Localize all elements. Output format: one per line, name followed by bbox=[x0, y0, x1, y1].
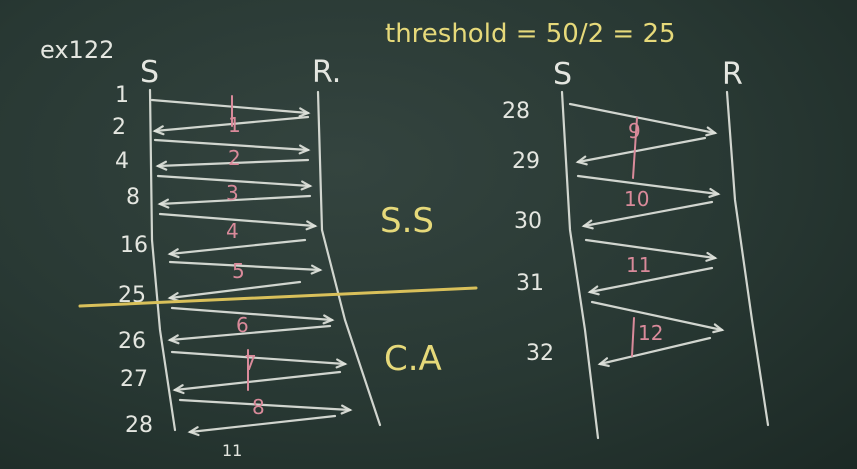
left-arrow-12 bbox=[167, 324, 332, 345]
round-9: 9 bbox=[628, 119, 641, 143]
round-11: 11 bbox=[626, 253, 651, 277]
right-sender-label: S bbox=[553, 57, 572, 92]
window-size-30: 30 bbox=[514, 209, 542, 234]
window-size-27: 27 bbox=[120, 367, 148, 392]
window-size-26: 26 bbox=[118, 329, 146, 354]
threshold-text: threshold = 50/2 = 25 bbox=[385, 19, 676, 49]
right-arrow-1 bbox=[568, 102, 718, 137]
right-window-sizes: 28 29 30 31 32 bbox=[502, 99, 554, 366]
left-arrow-6 bbox=[157, 194, 312, 209]
round-12: 12 bbox=[638, 321, 663, 345]
round-7: 7 bbox=[244, 351, 257, 375]
round-divider-12 bbox=[631, 317, 635, 357]
left-arrow-10 bbox=[167, 280, 302, 302]
slow-start-label: S.S bbox=[380, 201, 434, 241]
round-2: 2 bbox=[228, 146, 241, 170]
window-size-32: 32 bbox=[526, 341, 554, 366]
right-round-numbers: 9 10 11 12 bbox=[624, 117, 663, 357]
left-arrow-13 bbox=[170, 350, 348, 369]
window-size-1: 1 bbox=[115, 83, 129, 108]
round-5: 5 bbox=[232, 259, 245, 283]
left-arrow-1 bbox=[150, 98, 311, 118]
round-1: 1 bbox=[228, 113, 241, 137]
window-size-8: 8 bbox=[126, 185, 140, 210]
left-segment-arrows bbox=[150, 98, 353, 437]
right-receiver-timeline bbox=[725, 90, 770, 427]
round-divider-9 bbox=[632, 117, 638, 179]
left-arrow-3 bbox=[153, 138, 311, 155]
left-arrow-14 bbox=[172, 370, 342, 395]
threshold-line bbox=[78, 286, 478, 308]
right-arrow-3 bbox=[576, 174, 721, 198]
right-arrow-7 bbox=[590, 300, 725, 334]
left-receiver-label: R. bbox=[312, 55, 341, 90]
right-arrow-2 bbox=[575, 136, 707, 166]
left-arrow-4 bbox=[155, 158, 310, 171]
round-8: 8 bbox=[252, 395, 265, 419]
left-sender-label: S bbox=[140, 55, 159, 90]
left-arrow-8 bbox=[167, 238, 307, 259]
window-size-31: 31 bbox=[516, 271, 544, 296]
right-arrow-4 bbox=[581, 200, 714, 230]
window-size-28: 28 bbox=[125, 413, 153, 438]
example-label: ex122 bbox=[40, 36, 114, 64]
right-arrow-6 bbox=[587, 266, 714, 296]
round-6: 6 bbox=[236, 313, 249, 337]
left-arrow-11 bbox=[170, 306, 335, 325]
right-segment-arrows bbox=[568, 102, 725, 368]
left-arrow-7 bbox=[158, 212, 318, 231]
round-3: 3 bbox=[226, 181, 239, 205]
right-sender-timeline bbox=[560, 90, 600, 440]
right-arrow-8 bbox=[597, 336, 712, 368]
left-arrow-9 bbox=[168, 260, 323, 275]
right-arrow-5 bbox=[584, 238, 718, 262]
left-round-numbers: 1 2 3 4 5 6 7 8 bbox=[226, 95, 265, 419]
round-10: 10 bbox=[624, 187, 649, 211]
window-size-16: 16 bbox=[120, 233, 148, 258]
window-size-29: 29 bbox=[512, 149, 540, 174]
left-bottom-mark: 11 bbox=[222, 441, 242, 460]
left-arrow-16 bbox=[187, 414, 337, 437]
window-size-28: 28 bbox=[502, 99, 530, 124]
window-size-4: 4 bbox=[115, 149, 129, 174]
left-arrow-5 bbox=[156, 174, 313, 191]
round-4: 4 bbox=[226, 219, 239, 243]
right-receiver-label: R bbox=[722, 57, 743, 92]
left-sender-timeline bbox=[148, 88, 177, 432]
congestion-avoidance-label: C.A bbox=[384, 339, 442, 379]
left-receiver-timeline bbox=[316, 90, 382, 427]
window-size-2: 2 bbox=[112, 115, 126, 140]
left-arrow-15 bbox=[178, 398, 353, 415]
